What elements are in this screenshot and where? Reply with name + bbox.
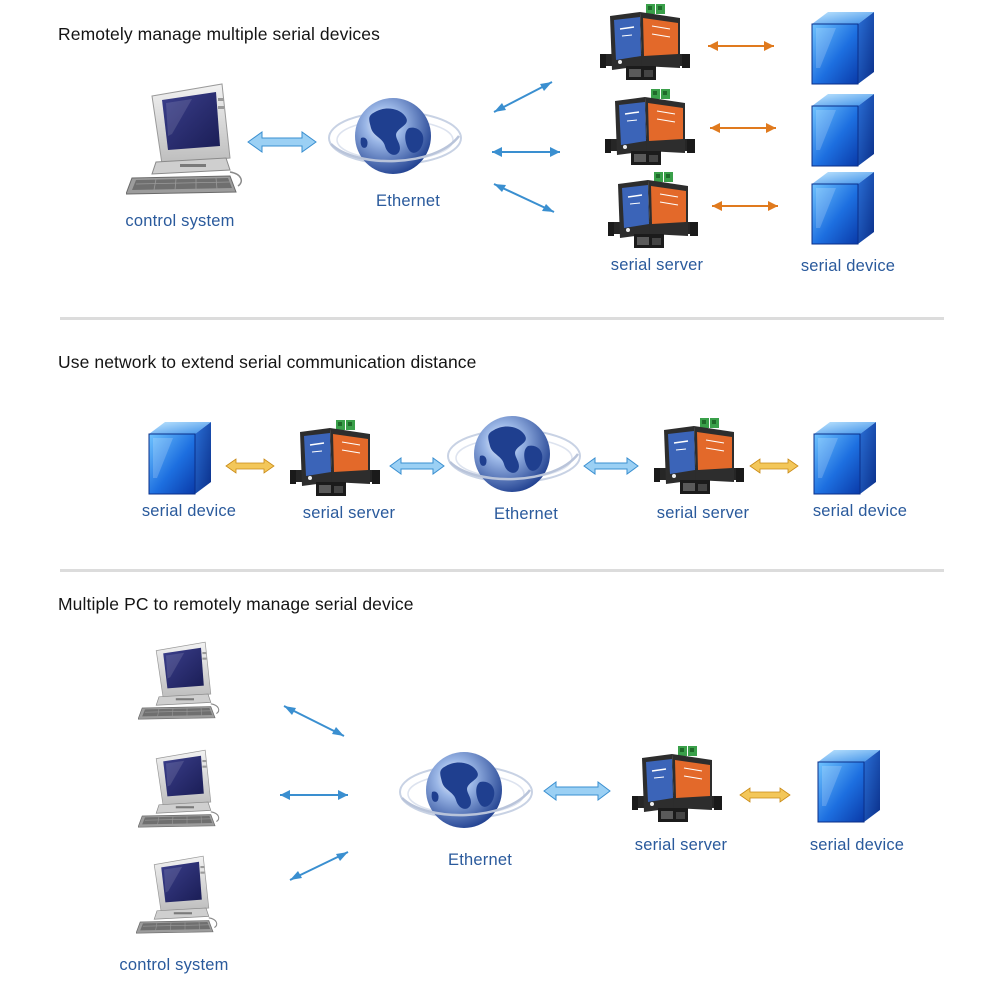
globe-icon [325, 92, 465, 182]
serial-link-arrow-icon [712, 201, 778, 211]
globe-icon [444, 410, 584, 500]
computer-icon [138, 746, 222, 830]
section-divider [60, 317, 944, 320]
ethernet-label: Ethernet [376, 192, 440, 210]
serial-device-icon [143, 418, 213, 498]
serial-device-icon [812, 746, 882, 826]
serial-device-icon [806, 90, 876, 170]
computer-icon [138, 638, 222, 722]
double-arrow-icon [280, 790, 348, 800]
ethernet-label: Ethernet [494, 505, 558, 523]
local-serial-arrow-icon [225, 458, 275, 474]
double-arrow-icon [247, 131, 317, 153]
double-arrow-icon [583, 457, 639, 475]
section-1-title: Remotely manage multiple serial devices [58, 24, 380, 44]
serial-device-icon [806, 168, 876, 248]
serial-server-icon [290, 420, 380, 500]
serial-server-icon [605, 89, 695, 169]
double-arrow-icon [283, 705, 345, 737]
section-divider [60, 569, 944, 572]
serial-server-label: serial server [656, 504, 750, 522]
local-serial-arrow-icon [749, 458, 799, 474]
ethernet-label: Ethernet [448, 851, 512, 869]
control-system-label: control system [119, 956, 229, 974]
serial-device-label: serial device [809, 836, 905, 854]
serial-server-label: serial server [610, 256, 704, 274]
serial-server-icon [608, 172, 698, 252]
serial-device-icon [808, 418, 878, 498]
control-system-label: control system [125, 212, 235, 230]
double-arrow-icon [543, 781, 611, 801]
double-arrow-icon [493, 183, 555, 213]
serial-server-label: serial server [634, 836, 728, 854]
section-2-title: Use network to extend serial communicati… [58, 352, 477, 372]
serial-link-arrow-icon [710, 123, 776, 133]
serial-server-icon [632, 746, 722, 826]
computer-icon [136, 852, 220, 936]
serial-device-label: serial device [141, 502, 237, 520]
serial-server-label: serial server [302, 504, 396, 522]
section-3-title: Multiple PC to remotely manage serial de… [58, 594, 414, 614]
serial-device-label: serial device [812, 502, 908, 520]
local-serial-arrow-icon [739, 787, 791, 803]
computer-icon [126, 78, 246, 198]
double-arrow-icon [493, 81, 553, 113]
serial-server-icon [654, 418, 744, 498]
double-arrow-icon [289, 851, 349, 881]
serial-server-icon [600, 4, 690, 84]
serial-device-label: serial device [800, 257, 896, 275]
serial-link-arrow-icon [708, 41, 774, 51]
globe-icon [396, 746, 536, 836]
double-arrow-icon [492, 147, 560, 157]
double-arrow-icon [389, 457, 445, 475]
serial-device-icon [806, 8, 876, 88]
